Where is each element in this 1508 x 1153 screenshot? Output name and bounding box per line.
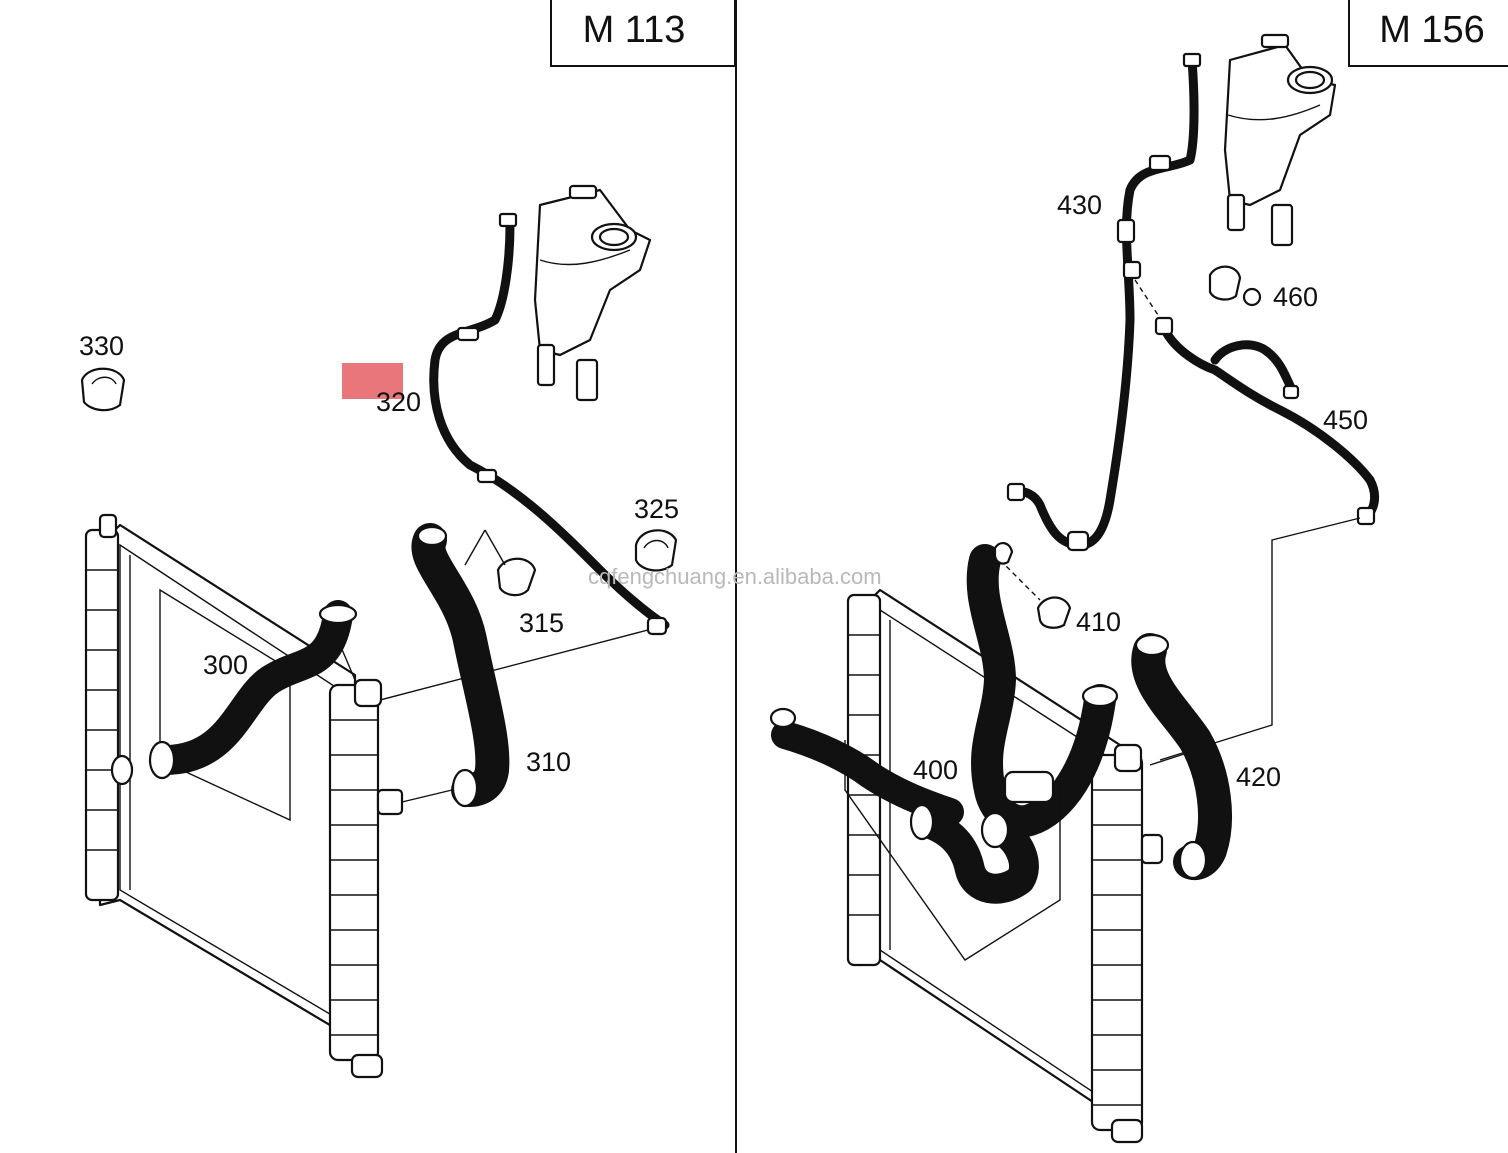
hose-300 (148, 600, 358, 780)
part-label-330: 330 (79, 331, 124, 361)
part-label-300: 300 (203, 650, 248, 680)
hose-310 (401, 523, 510, 808)
part-label-400: 400 (913, 755, 958, 785)
hose-430 (1006, 52, 1202, 552)
engine-title-m156: M 156 (1379, 9, 1485, 51)
expansion-tank-left (533, 184, 652, 402)
highlight-marker (342, 363, 403, 399)
expansion-tank-right (1223, 33, 1337, 247)
part-label-450: 450 (1323, 405, 1368, 435)
part-label-310: 310 (526, 747, 571, 777)
part-label-420: 420 (1236, 762, 1281, 792)
vent-line-320 (379, 212, 670, 701)
clamp-410 (993, 542, 1072, 629)
hose-450 (1134, 279, 1380, 761)
panel-frames (550, 0, 1508, 1153)
part-label-410: 410 (1076, 607, 1121, 637)
clip-325 (634, 529, 678, 572)
engine-title-m113: M 113 (583, 9, 686, 51)
clip-460 (1208, 265, 1262, 307)
part-label-430: 430 (1057, 190, 1102, 220)
clip-330 (80, 367, 126, 412)
watermark-text: cqfengchuang.en.alibaba.com (588, 564, 882, 589)
hose-420 (1131, 633, 1232, 881)
part-label-315: 315 (519, 608, 564, 638)
part-label-320: 320 (376, 387, 421, 417)
part-label-325: 325 (634, 494, 679, 524)
clamp-315 (464, 529, 537, 597)
hose-400 (769, 544, 1119, 961)
part-label-460: 460 (1273, 282, 1318, 312)
radiator-left (84, 513, 404, 1079)
